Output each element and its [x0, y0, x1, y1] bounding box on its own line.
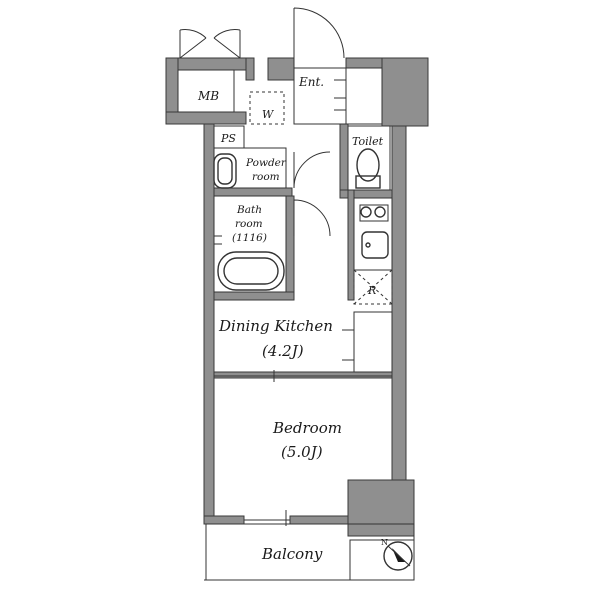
powder-room-label-line2: room: [252, 171, 280, 183]
compass: N: [381, 538, 413, 571]
bath-room-size: (1116): [232, 232, 267, 244]
balcony-label: Balcony: [261, 545, 323, 563]
bedroom-label: Bedroom: [272, 419, 342, 437]
refrigerator-label: R: [367, 284, 376, 297]
room-labels: MB PS W Ent. Toilet Powder room Bath roo…: [197, 75, 384, 563]
powder-room-label-line1: Powder: [245, 157, 287, 169]
toilet-label: Toilet: [352, 135, 384, 148]
fixtures: [177, 7, 415, 581]
compass-north-letter: N: [381, 538, 388, 547]
walls: [165, 57, 429, 537]
bath-room-label-line2: room: [235, 218, 263, 230]
mb-label: MB: [197, 89, 219, 103]
bath-room-label-line1: Bath: [236, 204, 262, 216]
dining-kitchen-label: Dining Kitchen: [218, 317, 333, 335]
entrance-label: Ent.: [298, 75, 324, 89]
bedroom-size: (5.0J): [281, 443, 323, 461]
dining-kitchen-size: (4.2J): [262, 342, 304, 360]
washer-label: W: [262, 108, 275, 121]
ps-label: PS: [220, 132, 236, 145]
